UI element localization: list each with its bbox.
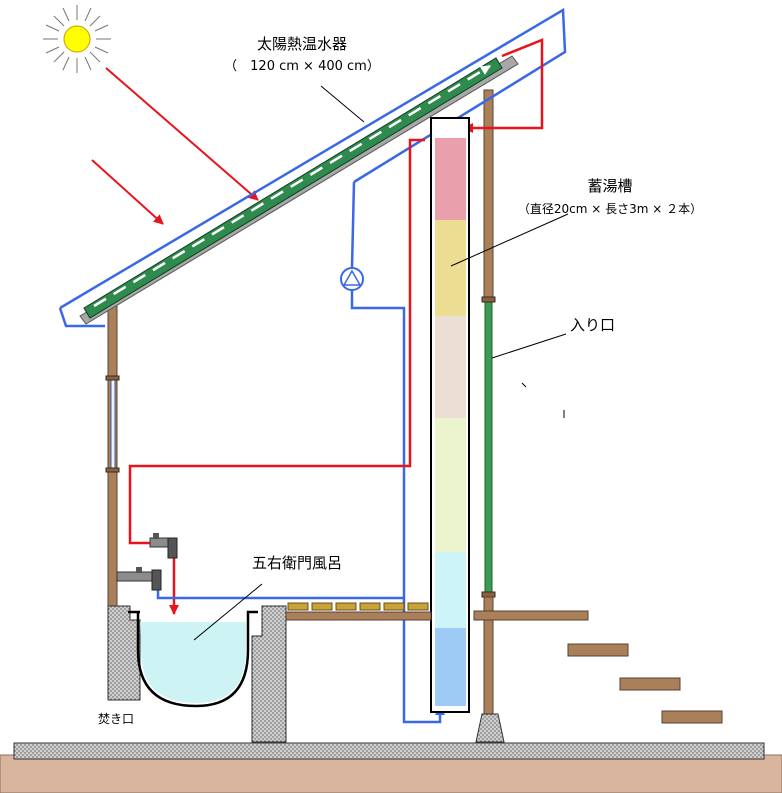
pump-pipe — [350, 181, 356, 269]
right-post — [475, 89, 505, 743]
bath-tub — [128, 610, 258, 708]
left-post — [105, 299, 120, 611]
tank-size: （直径20cm × 長さ3m × ２本） — [518, 202, 702, 216]
tank-title: 蓄湯槽 — [587, 177, 632, 195]
hot-pipe-top — [463, 38, 544, 133]
floor-deck — [285, 602, 589, 621]
cold-pipe-faucet — [156, 585, 404, 600]
bath-wall-left — [107, 605, 141, 701]
storage-tank — [430, 117, 470, 713]
stairs — [567, 643, 723, 724]
ground — [0, 742, 782, 793]
pump-icon — [340, 267, 364, 291]
collector-size: （ 120 cm × 400 cm） — [224, 59, 380, 74]
firebox-label: 焚き口 — [98, 712, 134, 726]
solar-collector — [83, 57, 503, 319]
leader-lines — [193, 85, 569, 641]
inlet-label: 入り口 — [570, 316, 615, 334]
sun-ray-2 — [91, 159, 164, 225]
collector-title: 太陽熱温水器 — [257, 35, 347, 53]
bath-wall-right — [251, 605, 287, 743]
pump-pipe-down — [350, 290, 445, 724]
faucet-lower-icon — [116, 567, 162, 591]
faucet-icon — [149, 533, 178, 559]
sun-icon — [43, 5, 111, 73]
sun-ray-1 — [105, 67, 259, 201]
collector-outline-bottom — [58, 307, 105, 328]
bath-label: 五右衛門風呂 — [252, 554, 342, 572]
